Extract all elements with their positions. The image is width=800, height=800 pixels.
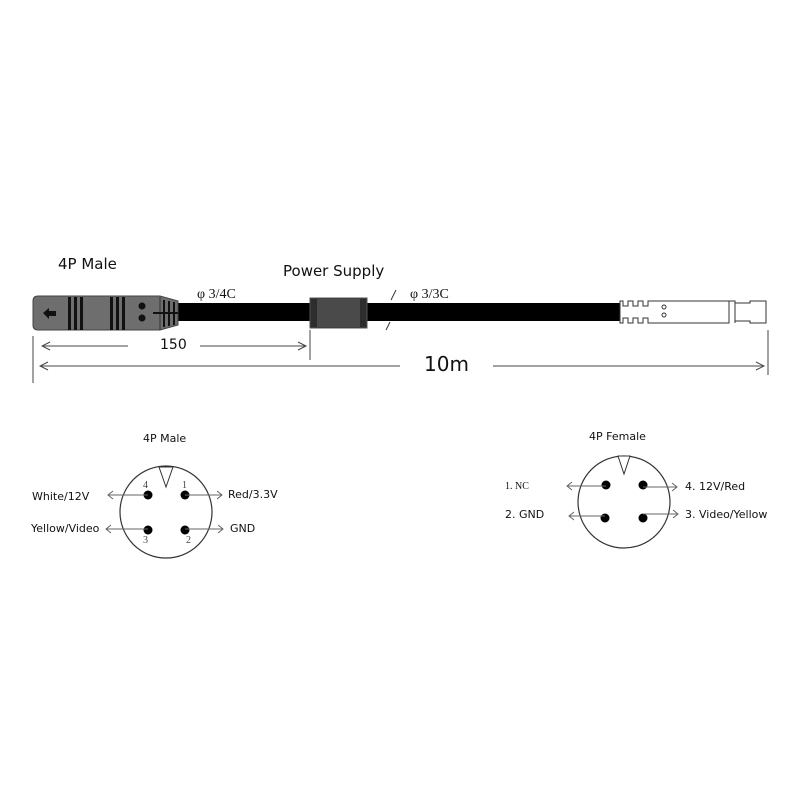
male-connector bbox=[32, 295, 179, 331]
female-label-12v: 4. 12V/Red bbox=[685, 480, 746, 493]
power-supply-block bbox=[309, 297, 368, 329]
dimension-lines bbox=[32, 330, 769, 383]
male-pinout-diagram bbox=[105, 465, 224, 559]
female-label-gnd: 2. GND bbox=[505, 508, 545, 521]
pin-number-2: 2 bbox=[186, 535, 191, 546]
dimension-150: 150 bbox=[160, 337, 187, 353]
pin-number-3: 3 bbox=[143, 535, 148, 546]
left-connector-label: 4P Male bbox=[58, 255, 117, 273]
female-pinout-diagram bbox=[566, 455, 679, 549]
male-pin2-label: GND bbox=[230, 522, 256, 535]
power-supply-label: Power Supply bbox=[283, 262, 385, 280]
arrow-left-icon bbox=[43, 308, 56, 319]
cable-body bbox=[175, 303, 620, 321]
break-mark bbox=[390, 289, 397, 301]
male-pin3-label: Yellow/Video bbox=[31, 522, 100, 535]
female-label-video: 3. Video/Yellow bbox=[685, 508, 768, 521]
cable-spec-right: φ 3/3C bbox=[410, 287, 449, 302]
female-connector bbox=[619, 300, 767, 324]
male-pin1-label: Red/3.3V bbox=[228, 488, 278, 501]
dimension-total-length: 10m bbox=[424, 352, 469, 376]
male-pin4-label: White/12V bbox=[32, 490, 90, 503]
female-label-nc: 1. NC bbox=[505, 481, 529, 492]
pin-number-1: 1 bbox=[182, 480, 187, 491]
cable-spec-left: φ 3/4C bbox=[197, 287, 236, 302]
female-pinout-title: 4P Female bbox=[589, 430, 646, 443]
male-pinout-title: 4P Male bbox=[143, 432, 187, 445]
pin-number-4: 4 bbox=[143, 480, 148, 491]
